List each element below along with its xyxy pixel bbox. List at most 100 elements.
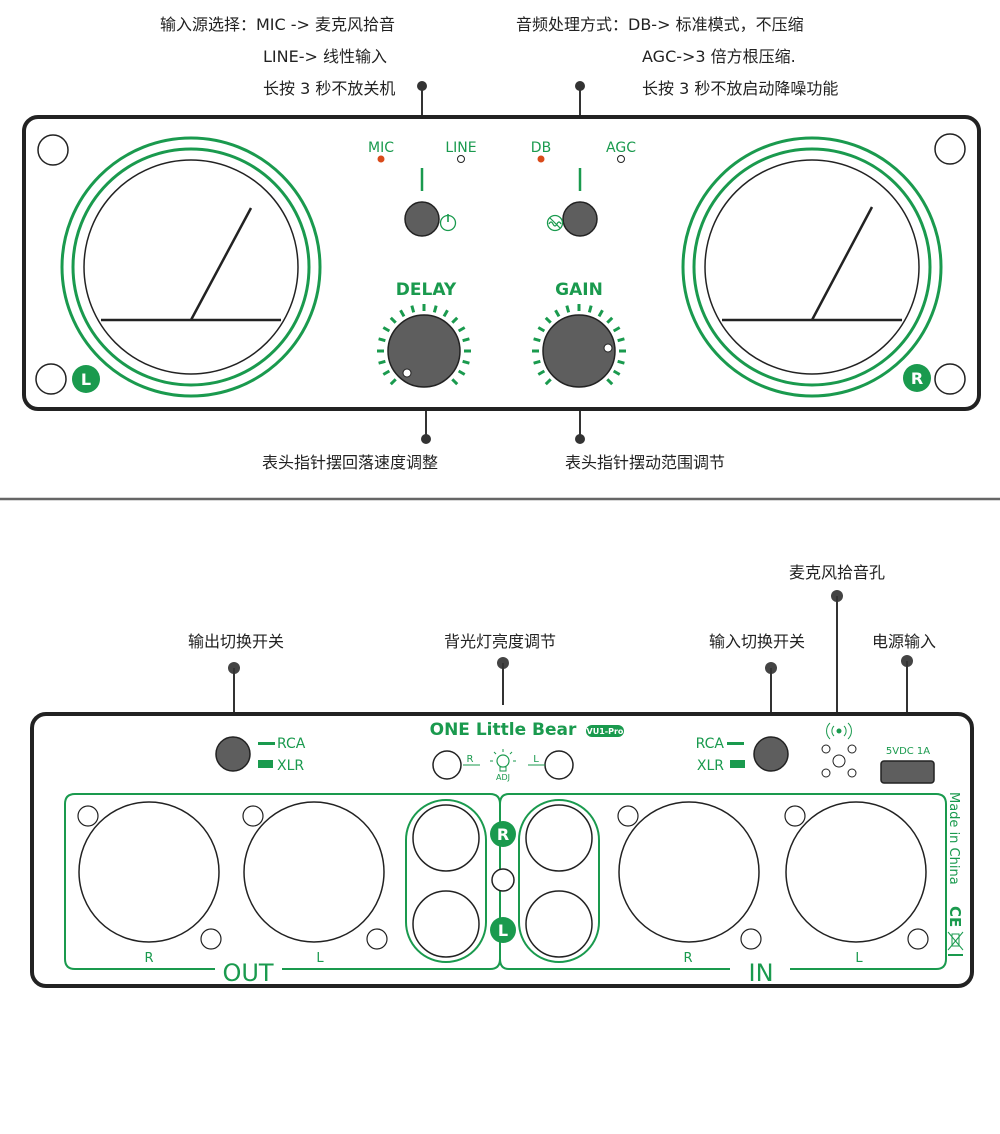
knob-tick [537,326,546,333]
vu-meter-right [681,136,943,398]
line-label: LINE [445,140,476,156]
ce-mark: CE [946,906,964,927]
power-label: 5VDC 1A [886,746,930,757]
rca-badge-r [490,821,516,847]
rca-out-left[interactable] [412,890,480,958]
xlr-out-l-label: L [316,951,324,966]
screw-top-left [37,134,69,166]
knob-tick [597,309,604,318]
xlr-in-right[interactable] [617,801,762,950]
delay-callout: 表头指针摆回落速度调整 [262,453,438,472]
rca-in-left[interactable] [525,890,593,958]
brand-name: ONE Little Bear [430,720,577,740]
delay-knob[interactable] [387,314,461,388]
rca-in-right[interactable] [525,804,593,872]
mic-hole-grille [821,744,857,778]
delay-knob-pointer [402,368,412,378]
vu-meter-left [60,136,322,398]
knob-tick [554,309,561,318]
mic-led [377,155,385,163]
knob-tick [382,369,391,376]
in-section-outline [499,793,947,970]
ground-terminal [491,868,515,892]
xlr-out-r-label: R [144,951,153,966]
knob-tick [378,337,386,343]
knob-tick [537,369,546,376]
gain-callout: 表头指针摆动范围调节 [565,453,725,472]
delay-label: DELAY [396,280,457,300]
needle-left [189,207,253,321]
knob-tick [389,316,397,324]
screw-top-right [934,133,966,165]
knob-tick [533,337,541,343]
knob-tick [457,326,466,333]
line-led [457,155,465,163]
made-in-china: Made in China [946,792,961,885]
power-jack[interactable] [880,760,935,784]
process-callout-line2: AGC->3 倍方根压缩. [642,47,796,66]
xlr-in-l-label: L [855,951,863,966]
in-xlr-mark [730,760,745,768]
backlight-callout: 背光灯亮度调节 [444,632,556,651]
microphone-icon [826,722,852,740]
input-switch[interactable] [753,736,789,772]
knob-tick [612,369,621,376]
adj-label: ADJ [496,773,510,782]
mic-hole-callout: 麦克风拾音孔 [789,563,885,582]
rear-leaders [228,590,913,738]
xlr-in-r-label: R [683,951,692,966]
agc-led [617,155,625,163]
knob-tick [606,378,614,386]
out-section-label: OUT [222,959,273,987]
adj-l-label: L [533,754,539,765]
noise-reduction-icon [546,214,564,232]
in-section-label: IN [748,959,773,987]
knob-tick [533,359,541,365]
rca-out-right[interactable] [412,804,480,872]
xlr-out-right[interactable] [77,801,222,950]
rca-out-group [405,799,487,963]
input-callout-line3: 长按 3 秒不放关机 [263,79,395,98]
knob-tick [382,326,391,333]
input-callout-line2: LINE-> 线性输入 [263,47,387,66]
rca-badge-l-label: L [498,921,508,940]
gain-knob[interactable] [542,314,616,388]
out-rca-mark [258,742,275,745]
in-rca-mark [727,742,744,745]
xlr-out-left[interactable] [242,801,388,950]
knob-tick [432,305,438,313]
input-select-button[interactable] [404,201,440,237]
meter-badge-left [72,365,100,393]
in-xlr-label: XLR [697,758,724,774]
out-section-outline [64,793,501,970]
knob-tick [606,316,614,324]
knob-tick [462,359,470,365]
agc-label: AGC [606,140,636,156]
process-callout-line1: 音频处理方式：DB-> 标准模式，不压缩 [516,15,804,34]
mic-label: MIC [368,140,394,156]
weee-icon [947,931,964,956]
out-rca-label: RCA [277,736,306,752]
in-rca-label: RCA [696,736,725,752]
power-icon [439,214,457,232]
meter-badge-right-label: R [911,369,923,388]
needle-right [810,206,874,321]
knob-tick [587,305,593,313]
backlight-adjust-right[interactable] [432,750,462,780]
rear-panel-section: 输出切换开关 背光灯亮度调节 输入切换开关 麦克风拾音孔 电源输入 ONE Li… [30,563,974,988]
output-switch[interactable] [215,736,251,772]
screw-bottom-right [934,363,966,395]
bulb-icon [490,749,516,772]
knob-tick [389,378,397,386]
knob-tick [612,326,621,333]
delay-tick-ring [377,304,471,386]
xlr-in-left[interactable] [784,801,929,950]
model-badge-label: VU1-Pro [587,727,624,736]
knob-tick [617,337,625,343]
rca-badge-r-label: R [497,825,509,844]
screw-bottom-left [35,363,67,395]
backlight-adjust-left[interactable] [544,750,574,780]
process-select-button[interactable] [562,201,598,237]
knob-tick [451,378,459,386]
